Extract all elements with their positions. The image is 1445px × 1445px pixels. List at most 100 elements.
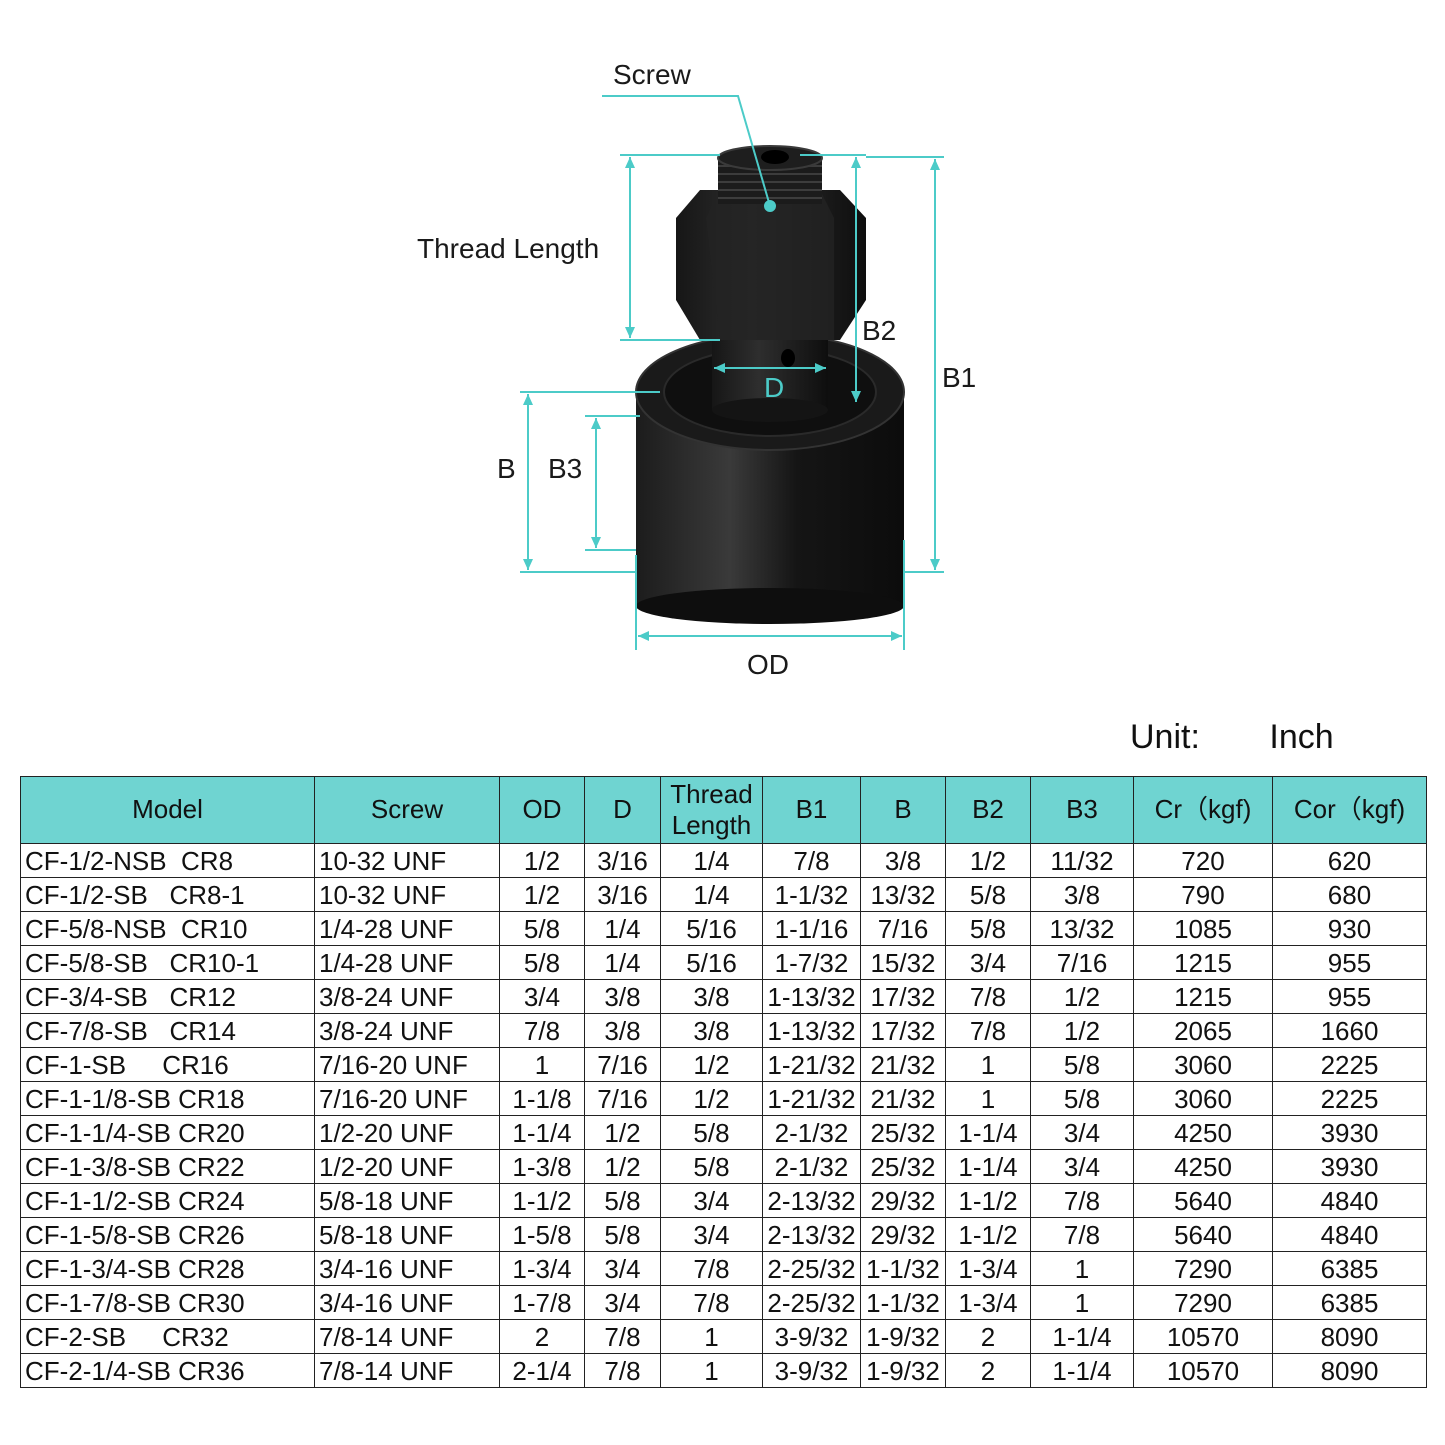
cell-b3: 7/16 xyxy=(1030,945,1134,980)
header-cor: Cor（kgf) xyxy=(1272,776,1427,844)
cell-cr: 1215 xyxy=(1133,979,1273,1014)
cell-b: 15/32 xyxy=(860,945,946,980)
cell-d: 3/4 xyxy=(584,1251,661,1286)
cell-d: 3/16 xyxy=(584,843,661,878)
cell-screw: 7/16-20 UNF xyxy=(314,1081,500,1116)
cell-screw: 5/8-18 UNF xyxy=(314,1217,500,1252)
cell-b: 25/32 xyxy=(860,1115,946,1150)
cell-model: CF-3/4-SB CR12 xyxy=(20,979,315,1014)
cell-b1: 2-25/32 xyxy=(762,1251,861,1286)
cell-b2: 2 xyxy=(945,1353,1031,1388)
cell-model: CF-1-3/4-SB CR28 xyxy=(20,1251,315,1286)
cell-od: 1 xyxy=(499,1047,585,1082)
cell-cor: 8090 xyxy=(1272,1319,1427,1354)
cell-model: CF-1/2-SB CR8-1 xyxy=(20,877,315,912)
cell-d: 3/8 xyxy=(584,1013,661,1048)
cell-b3: 7/8 xyxy=(1030,1217,1134,1252)
cell-model: CF-5/8-NSB CR10 xyxy=(20,911,315,946)
cell-thread-length: 3/8 xyxy=(660,979,763,1014)
cell-cr: 7290 xyxy=(1133,1251,1273,1286)
cell-screw: 1/2-20 UNF xyxy=(314,1149,500,1184)
unit-row: Unit: Inch xyxy=(1130,718,1334,757)
cell-b3: 3/8 xyxy=(1030,877,1134,912)
cell-b: 29/32 xyxy=(860,1217,946,1252)
cell-b1: 1-21/32 xyxy=(762,1047,861,1082)
header-b3: B3 xyxy=(1030,776,1134,844)
cell-model: CF-1-3/8-SB CR22 xyxy=(20,1149,315,1184)
cell-b2: 7/8 xyxy=(945,979,1031,1014)
header-screw: Screw xyxy=(314,776,500,844)
cell-od: 1-1/4 xyxy=(499,1115,585,1150)
cell-cr: 4250 xyxy=(1133,1115,1273,1150)
cell-screw: 1/2-20 UNF xyxy=(314,1115,500,1150)
cell-cr: 5640 xyxy=(1133,1183,1273,1218)
cell-cor: 680 xyxy=(1272,877,1427,912)
cell-b2: 5/8 xyxy=(945,877,1031,912)
cell-d: 1/4 xyxy=(584,911,661,946)
cell-cr: 2065 xyxy=(1133,1013,1273,1048)
cell-model: CF-5/8-SB CR10-1 xyxy=(20,945,315,980)
cell-cr: 10570 xyxy=(1133,1319,1273,1354)
cell-screw: 3/4-16 UNF xyxy=(314,1285,500,1320)
header-b2: B2 xyxy=(945,776,1031,844)
cell-cor: 955 xyxy=(1272,979,1427,1014)
cell-od: 1/2 xyxy=(499,843,585,878)
dimension-lines xyxy=(520,95,944,650)
cell-thread-length: 5/16 xyxy=(660,911,763,946)
cell-b3: 11/32 xyxy=(1030,843,1134,878)
cell-cr: 3060 xyxy=(1133,1047,1273,1082)
cell-b1: 3-9/32 xyxy=(762,1319,861,1354)
cell-model: CF-1-1/2-SB CR24 xyxy=(20,1183,315,1218)
cell-b2: 1-1/4 xyxy=(945,1115,1031,1150)
cell-od: 1-1/8 xyxy=(499,1081,585,1116)
screw-label: Screw xyxy=(613,59,691,90)
cell-b3: 13/32 xyxy=(1030,911,1134,946)
hex-nut xyxy=(676,190,866,340)
cell-b: 17/32 xyxy=(860,1013,946,1048)
cell-b2: 1-1/2 xyxy=(945,1217,1031,1252)
cell-screw: 1/4-28 UNF xyxy=(314,911,500,946)
cell-model: CF-1-SB CR16 xyxy=(20,1047,315,1082)
cell-screw: 7/8-14 UNF xyxy=(314,1319,500,1354)
cell-thread-length: 3/4 xyxy=(660,1183,763,1218)
cell-b3: 5/8 xyxy=(1030,1081,1134,1116)
cell-cr: 7290 xyxy=(1133,1285,1273,1320)
cell-model: CF-1/2-NSB CR8 xyxy=(20,843,315,878)
cell-b3: 3/4 xyxy=(1030,1149,1134,1184)
cell-model: CF-1-1/4-SB CR20 xyxy=(20,1115,315,1150)
cell-b3: 1/2 xyxy=(1030,979,1134,1014)
cell-b: 21/32 xyxy=(860,1047,946,1082)
cell-screw: 3/4-16 UNF xyxy=(314,1251,500,1286)
header-cr: Cr（kgf) xyxy=(1133,776,1273,844)
cell-b3: 1 xyxy=(1030,1251,1134,1286)
cell-od: 1-5/8 xyxy=(499,1217,585,1252)
cell-cor: 3930 xyxy=(1272,1149,1427,1184)
cell-b2: 1-1/4 xyxy=(945,1149,1031,1184)
cell-thread-length: 1 xyxy=(660,1353,763,1388)
cell-od: 2 xyxy=(499,1319,585,1354)
cell-cr: 10570 xyxy=(1133,1353,1273,1388)
cell-b1: 2-25/32 xyxy=(762,1285,861,1320)
cell-b3: 7/8 xyxy=(1030,1183,1134,1218)
cell-d: 1/2 xyxy=(584,1149,661,1184)
cell-b3: 5/8 xyxy=(1030,1047,1134,1082)
cell-b1: 1-1/32 xyxy=(762,877,861,912)
header-b: B xyxy=(860,776,946,844)
cell-od: 2-1/4 xyxy=(499,1353,585,1388)
cell-d: 7/8 xyxy=(584,1319,661,1354)
cell-cor: 4840 xyxy=(1272,1183,1427,1218)
cell-b2: 3/4 xyxy=(945,945,1031,980)
unit-label: Unit: xyxy=(1130,718,1200,756)
cell-cr: 5640 xyxy=(1133,1217,1273,1252)
b-label: B xyxy=(497,453,516,484)
